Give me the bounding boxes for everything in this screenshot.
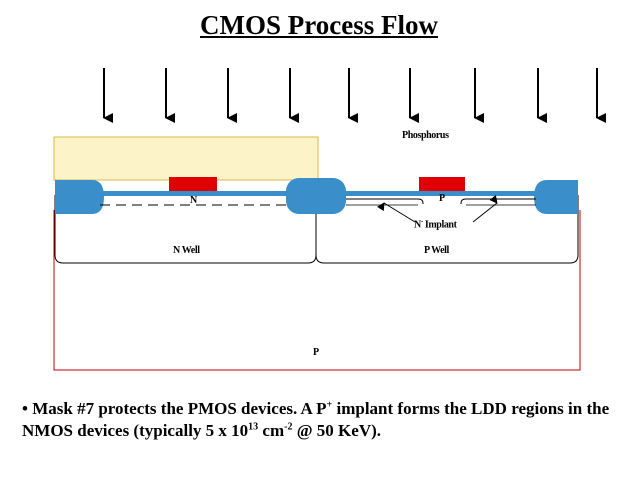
n-minus-implant-label: N- Implant	[414, 217, 457, 231]
p-well	[315, 195, 579, 264]
phosphorus-label: Phosphorus	[402, 130, 449, 141]
nmos-gate	[419, 177, 465, 191]
field-oxide-left	[55, 180, 104, 214]
page-title: CMOS Process Flow	[200, 10, 438, 40]
substrate-label: P	[313, 347, 319, 358]
implant-pointer-left	[376, 202, 416, 223]
n-well-label: N Well	[173, 245, 200, 256]
field-oxide-middle	[286, 178, 346, 214]
n-well	[54, 195, 317, 264]
substrate-outline	[53, 210, 581, 371]
description-bullet: • Mask #7 protects the PMOS devices. A P…	[22, 399, 610, 440]
field-oxide-right	[534, 180, 578, 214]
n-diffusion-label: N	[190, 195, 197, 206]
mask-7	[53, 136, 319, 181]
pmos-gate	[169, 177, 217, 191]
p-diffusion-label: P	[439, 193, 445, 204]
ldd-region-right	[460, 198, 536, 204]
implant-arrows	[103, 68, 606, 123]
ldd-region-left	[346, 198, 424, 204]
p-well-label: P Well	[424, 245, 449, 256]
implant-pointer-right	[472, 195, 498, 223]
